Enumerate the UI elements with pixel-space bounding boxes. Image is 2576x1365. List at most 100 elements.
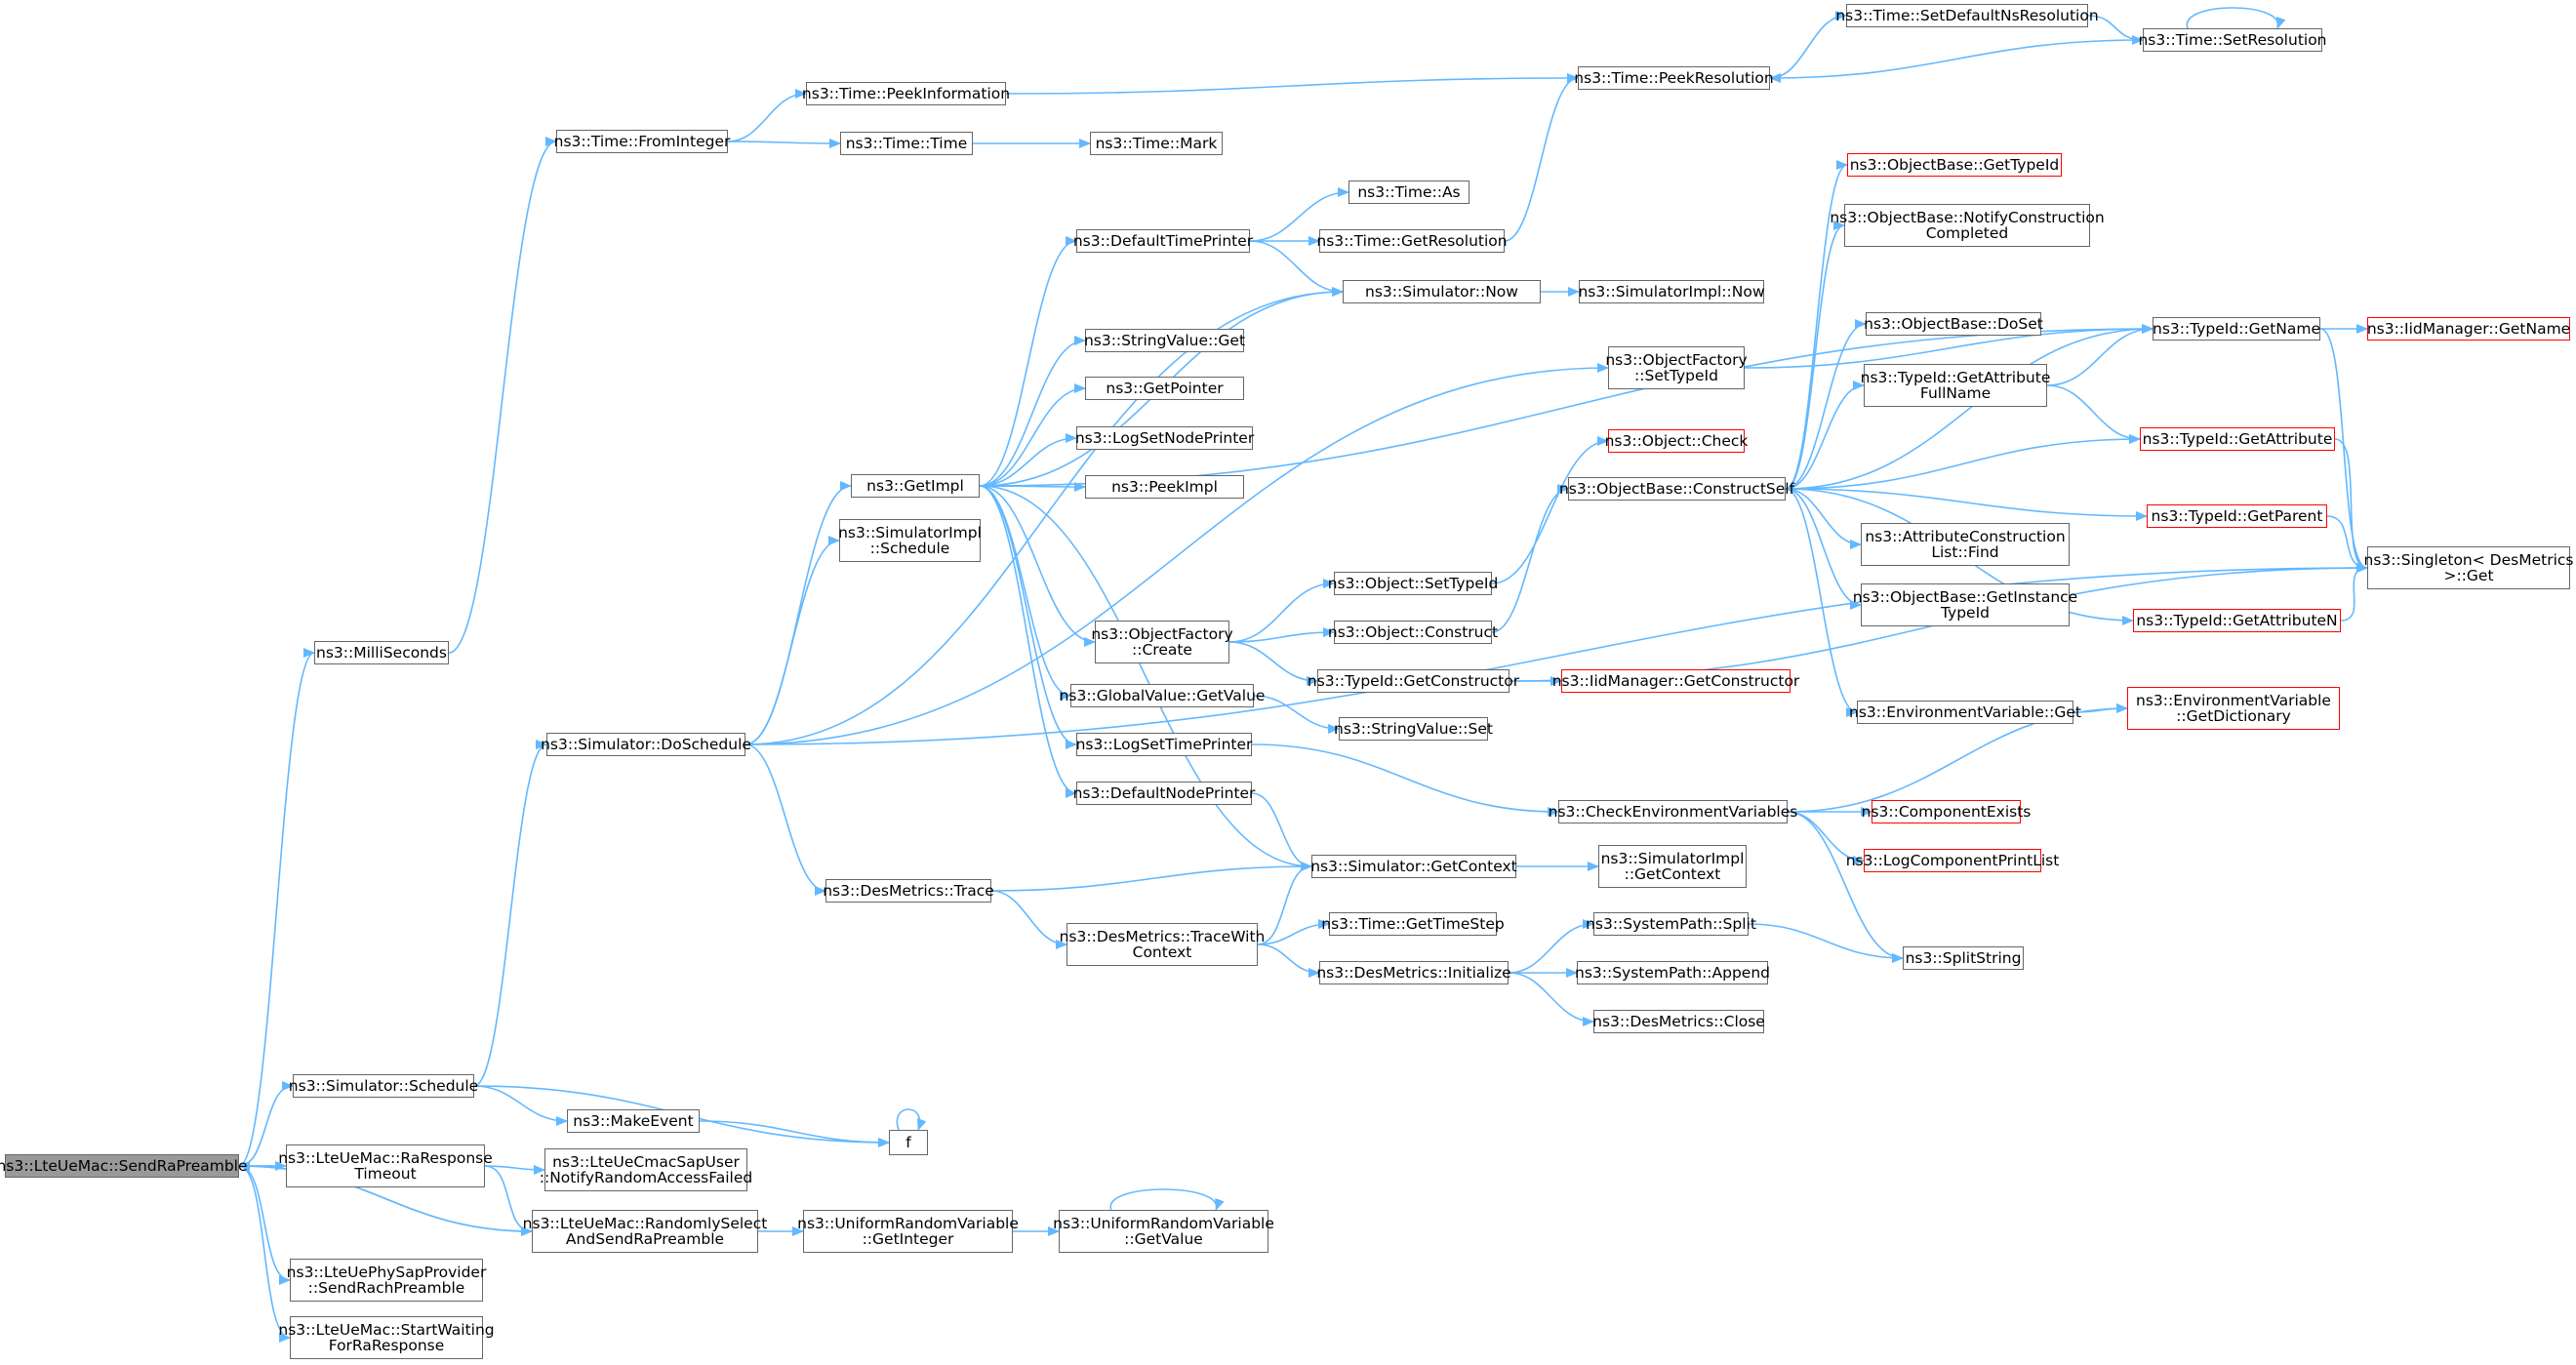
node-notifyra[interactable]: ns3::LteUeCmacSapUser::NotifyRandomAcces…: [540, 1148, 752, 1191]
node-iidgetctor[interactable]: ns3::IidManager::GetConstructor: [1552, 669, 1799, 693]
edge-dosched-to-simimplsched: [745, 536, 840, 745]
node-logcompprint[interactable]: ns3::LogComponentPrintList: [1846, 849, 2059, 872]
node-simimplnow[interactable]: ns3::SimulatorImpl::Now: [1578, 280, 1765, 303]
node-envdict[interactable]: ns3::EnvironmentVariable::GetDictionary: [2127, 687, 2340, 730]
node-typegetname[interactable]: ns3::TypeId::GetName: [2153, 317, 2320, 341]
edge-raresp-to-randsel: [484, 1165, 533, 1236]
edge-typegetname-to-singleton: [2319, 328, 2368, 573]
node-getptr-label: ns3::GetPointer: [1106, 380, 1224, 397]
node-dosched[interactable]: ns3::Simulator::DoSchedule: [541, 733, 751, 756]
node-uniint[interactable]: ns3::UniformRandomVariable::GetInteger: [797, 1210, 1019, 1253]
node-logsettime[interactable]: ns3::LogSetTimePrinter: [1076, 733, 1252, 756]
edge-getimpl-to-logsettime: [979, 485, 1077, 749]
node-objconstruct[interactable]: ns3::Object::Construct: [1328, 621, 1498, 644]
node-getimpl[interactable]: ns3::GetImpl: [851, 474, 980, 498]
node-fromint[interactable]: ns3::Time::FromInteger: [553, 130, 731, 153]
node-desclose[interactable]: ns3::DesMetrics::Close: [1592, 1010, 1765, 1033]
node-objfaccreate[interactable]: ns3::ObjectFactory::Create: [1091, 621, 1233, 663]
node-singleton[interactable]: ns3::Singleton< DesMetrics >::Get: [2364, 546, 2573, 589]
edge-dosched-to-simnow: [745, 287, 1344, 745]
node-compexists[interactable]: ns3::ComponentExists: [1862, 800, 2031, 823]
node-defnode[interactable]: ns3::DefaultNodePrinter: [1073, 782, 1255, 805]
node-strget-label: ns3::StringValue::Get: [1083, 332, 1246, 349]
node-checkenv-label: ns3::CheckEnvironmentVariables: [1548, 803, 1798, 821]
node-unival[interactable]: ns3::UniformRandomVariable::GetValue: [1053, 1210, 1274, 1253]
node-checkenv[interactable]: ns3::CheckEnvironmentVariables: [1549, 800, 1797, 823]
node-getparent[interactable]: ns3::TypeId::GetParent: [2147, 504, 2327, 528]
node-objsettype[interactable]: ns3::Object::SetTypeId: [1328, 572, 1498, 595]
node-syssplit[interactable]: ns3::SystemPath::Split: [1586, 912, 1756, 936]
node-f[interactable]: f: [889, 1130, 928, 1155]
node-defprinter[interactable]: ns3::DefaultTimePrinter: [1073, 229, 1253, 253]
node-simsched-label: ns3::Simulator::Schedule: [288, 1077, 479, 1095]
node-strget[interactable]: ns3::StringValue::Get: [1083, 329, 1246, 352]
node-setres[interactable]: ns3::Time::SetResolution: [2138, 28, 2327, 52]
node-fromint-label: ns3::Time::FromInteger: [553, 133, 731, 150]
node-objcheck[interactable]: ns3::Object::Check: [1605, 429, 1748, 453]
edge-destrace-to-destracewith: [990, 890, 1067, 949]
node-constructself[interactable]: ns3::ObjectBase::ConstructSelf: [1559, 477, 1794, 501]
node-envget[interactable]: ns3::EnvironmentVariable::Get: [1849, 701, 2081, 724]
edge-constructself-to-obgettype: [1785, 160, 1848, 490]
edge-constructself-to-obdoset: [1785, 319, 1867, 490]
node-simimplsched[interactable]: ns3::SimulatorImpl::Schedule: [838, 519, 982, 562]
node-simsched[interactable]: ns3::Simulator::Schedule: [289, 1074, 478, 1098]
node-strset[interactable]: ns3::StringValue::Set: [1334, 717, 1493, 741]
node-simimplgetctx[interactable]: ns3::SimulatorImpl::GetContext: [1598, 845, 1747, 888]
node-obdoset[interactable]: ns3::ObjectBase::DoSet: [1864, 312, 2043, 336]
node-sendra-label: ns3::LteUeMac::SendRaPreamble: [0, 1157, 248, 1175]
node-raresp-label: Timeout: [354, 1165, 417, 1183]
edge-dosched-to-objfacset: [745, 363, 1609, 745]
node-peekinfo[interactable]: ns3::Time::PeekInformation: [802, 82, 1010, 105]
edge-desinit-to-syssplit: [1508, 919, 1594, 974]
node-objfacset-label: ::SetTypeId: [1634, 367, 1718, 384]
node-sendrach[interactable]: ns3::LteUePhySapProvider::SendRachPreamb…: [287, 1259, 486, 1302]
node-peekres[interactable]: ns3::Time::PeekResolution: [1574, 66, 1774, 90]
node-f-label: f: [906, 1134, 911, 1151]
edge-constructself-to-typegetname: [1785, 324, 2153, 490]
node-peekimpl[interactable]: ns3::PeekImpl: [1085, 475, 1244, 499]
node-logsetnode[interactable]: ns3::LogSetNodePrinter: [1075, 426, 1254, 450]
node-obgettype[interactable]: ns3::ObjectBase::GetTypeId: [1847, 153, 2062, 177]
node-gettimestep[interactable]: ns3::Time::GetTimeStep: [1321, 912, 1505, 936]
node-timeas[interactable]: ns3::Time::As: [1348, 181, 1469, 204]
node-objconstruct-label: ns3::Object::Construct: [1327, 623, 1499, 641]
node-getattrn[interactable]: ns3::TypeId::GetAttributeN: [2133, 609, 2341, 632]
edge-getattrfull-to-typegetname: [2046, 324, 2153, 386]
node-getattr[interactable]: ns3::TypeId::GetAttribute: [2140, 427, 2335, 451]
node-simgetctx[interactable]: ns3::Simulator::GetContext: [1310, 855, 1517, 878]
node-timetime[interactable]: ns3::Time::Time: [840, 132, 973, 155]
node-desinit-label: ns3::DesMetrics::Initialize: [1316, 964, 1511, 982]
node-milli[interactable]: ns3::MilliSeconds: [314, 641, 449, 664]
node-notifyra-label: ::NotifyRandomAccessFailed: [539, 1169, 753, 1186]
node-makeevent[interactable]: ns3::MakeEvent: [567, 1109, 700, 1133]
node-objcheck-label: ns3::Object::Check: [1604, 432, 1749, 450]
node-getctor[interactable]: ns3::TypeId::GetConstructor: [1308, 669, 1519, 693]
edge-simsched-to-dosched: [473, 740, 547, 1087]
node-objfacset[interactable]: ns3::ObjectFactory::SetTypeId: [1605, 346, 1748, 389]
edge-getimpl-to-defnode: [979, 485, 1077, 798]
node-simimplsched-label: ns3::SimulatorImpl: [838, 524, 982, 542]
node-getptr[interactable]: ns3::GetPointer: [1085, 377, 1244, 400]
node-setdefres[interactable]: ns3::Time::SetDefaultNsResolution: [1835, 4, 2099, 27]
node-destrace[interactable]: ns3::DesMetrics::Trace: [823, 879, 994, 903]
node-iidgetname[interactable]: ns3::IidManager::GetName: [2367, 317, 2570, 341]
node-mark[interactable]: ns3::Time::Mark: [1090, 132, 1223, 155]
edge-objfaccreate-to-getctor: [1228, 641, 1318, 686]
node-sysappend[interactable]: ns3::SystemPath::Append: [1575, 961, 1770, 984]
node-simnow[interactable]: ns3::Simulator::Now: [1343, 280, 1541, 303]
node-splitstr[interactable]: ns3::SplitString: [1903, 946, 2024, 970]
node-getres[interactable]: ns3::Time::GetResolution: [1316, 229, 1508, 253]
node-syssplit-label: ns3::SystemPath::Split: [1586, 915, 1756, 933]
node-globalget[interactable]: ns3::GlobalValue::GetValue: [1060, 684, 1265, 707]
node-desinit[interactable]: ns3::DesMetrics::Initialize: [1316, 961, 1511, 984]
node-timeas-label: ns3::Time::As: [1357, 183, 1461, 201]
